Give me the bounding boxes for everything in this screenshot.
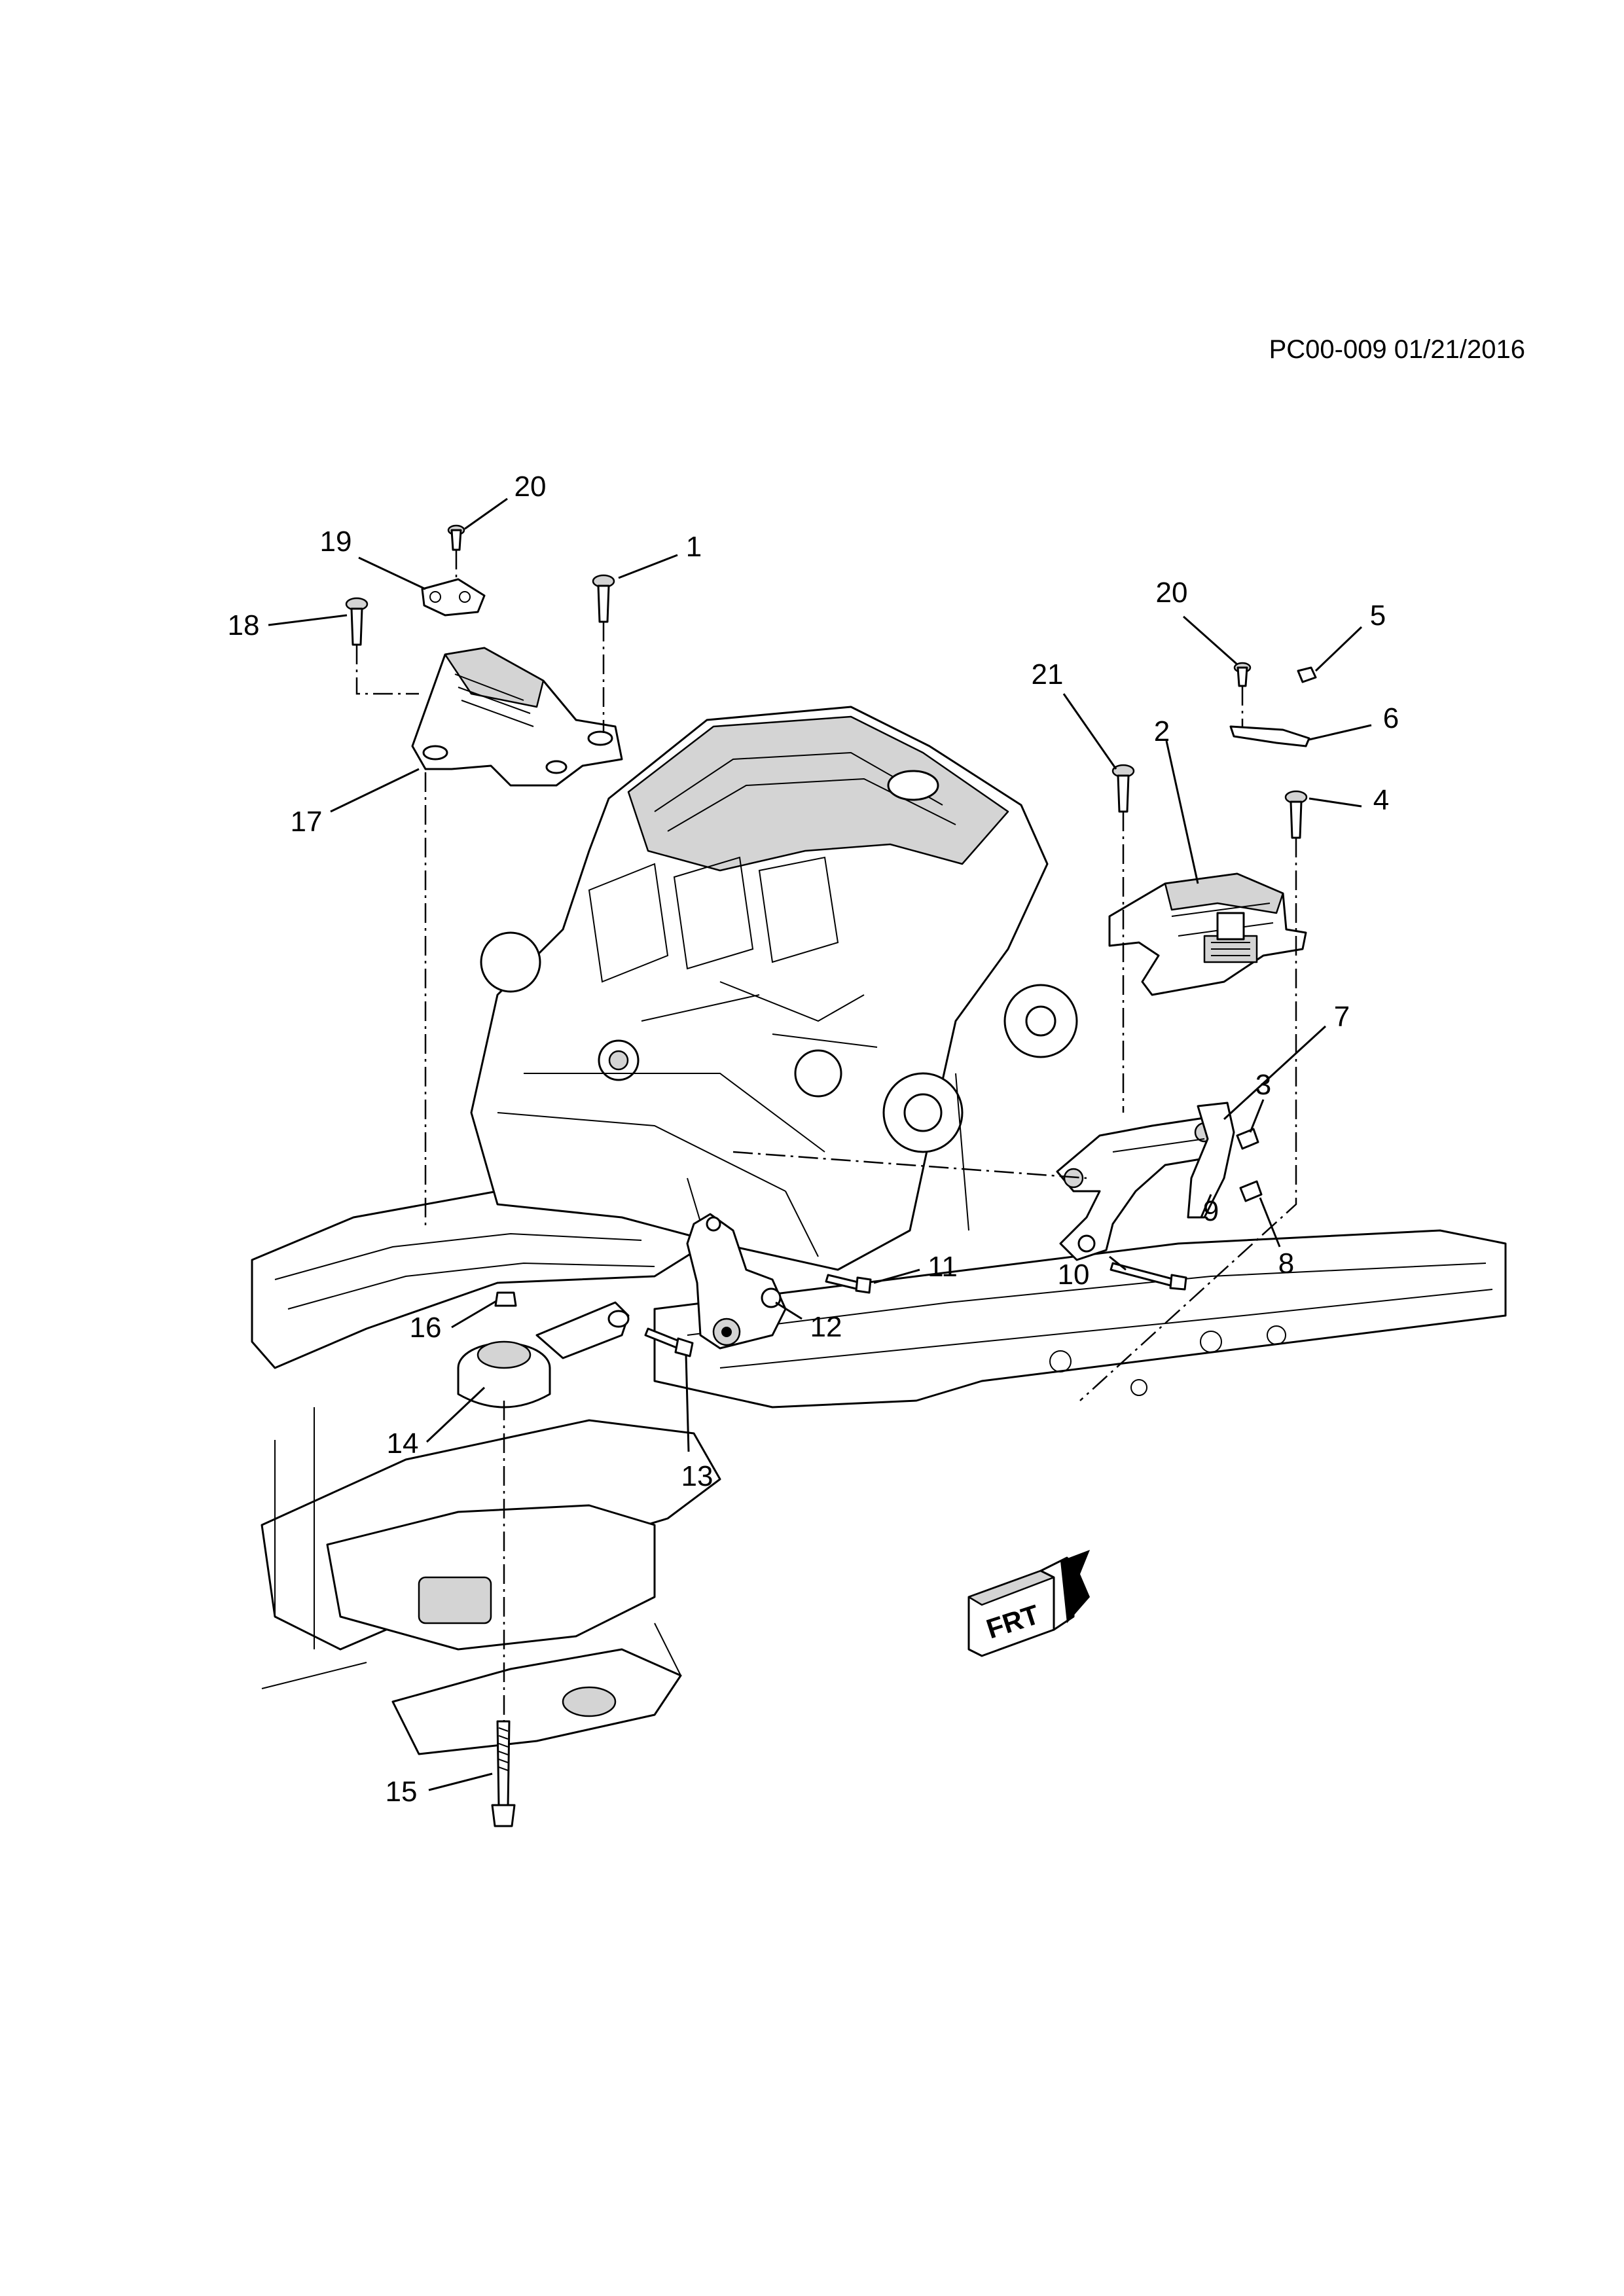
diagram-reference-code: PC00-009 01/21/2016: [1269, 335, 1525, 364]
part-18-bolt: [345, 597, 369, 646]
part-9-bracket: [1187, 1102, 1235, 1219]
part-14-lower-mount: [457, 1301, 630, 1408]
engine-assembly: [470, 706, 1078, 1271]
callout-2: 2: [1154, 715, 1170, 747]
callout-12: 12: [810, 1311, 842, 1343]
callout-9: 9: [1203, 1195, 1219, 1227]
part-16-nut: [494, 1291, 517, 1307]
part-1-bolt: [592, 574, 615, 623]
part-4-bolt: [1284, 790, 1308, 839]
part-5-nut: [1297, 666, 1317, 683]
callout-11: 11: [928, 1251, 958, 1283]
vehicle-frame: [251, 1190, 1507, 1755]
part-3-bolt: [1236, 1128, 1259, 1150]
callout-10: 10: [1058, 1259, 1090, 1291]
part-20-bolt-left: [447, 524, 465, 551]
callout-14: 14: [387, 1427, 419, 1460]
callout-16: 16: [410, 1312, 442, 1344]
part-15-bolt: [491, 1720, 516, 1827]
callout-1: 1: [686, 531, 702, 563]
callout-15: 15: [386, 1776, 418, 1808]
callout-leaders: [268, 497, 1372, 1791]
part-12-bracket: [686, 1213, 787, 1350]
callout-7: 7: [1334, 1001, 1350, 1033]
callout-labels: 1 2 3 4 5 6 7 8 9 10 11 12 13 14 15 16 1…: [228, 471, 1399, 1808]
callout-3: 3: [1255, 1069, 1271, 1101]
part-7-bracket: [1056, 1115, 1229, 1261]
part-2-right-engine-mount: [1108, 872, 1307, 996]
callout-20-left: 20: [514, 471, 547, 503]
part-21-bolt: [1111, 764, 1135, 813]
callout-13: 13: [681, 1460, 713, 1492]
part-19-bracket: [421, 578, 486, 617]
callout-6: 6: [1383, 702, 1399, 734]
callout-18: 18: [228, 609, 260, 641]
part-20-bolt-right: [1233, 662, 1252, 687]
front-direction-icon: FRT: [967, 1550, 1090, 1657]
callout-8: 8: [1278, 1247, 1294, 1280]
alignment-lines: [355, 550, 1297, 1721]
part-8-bolt: [1239, 1180, 1263, 1202]
callout-17: 17: [291, 806, 323, 838]
callout-20-right: 20: [1156, 577, 1188, 609]
part-10-bolt: [1110, 1262, 1187, 1291]
part-11-bolt: [825, 1274, 872, 1294]
callout-19: 19: [320, 526, 352, 558]
callout-5: 5: [1370, 600, 1386, 632]
callout-4: 4: [1373, 784, 1389, 816]
callout-21: 21: [1032, 658, 1064, 691]
part-6-bracket: [1229, 725, 1310, 747]
part-17-left-engine-mount: [411, 647, 623, 787]
part-13-bolt: [644, 1327, 694, 1357]
